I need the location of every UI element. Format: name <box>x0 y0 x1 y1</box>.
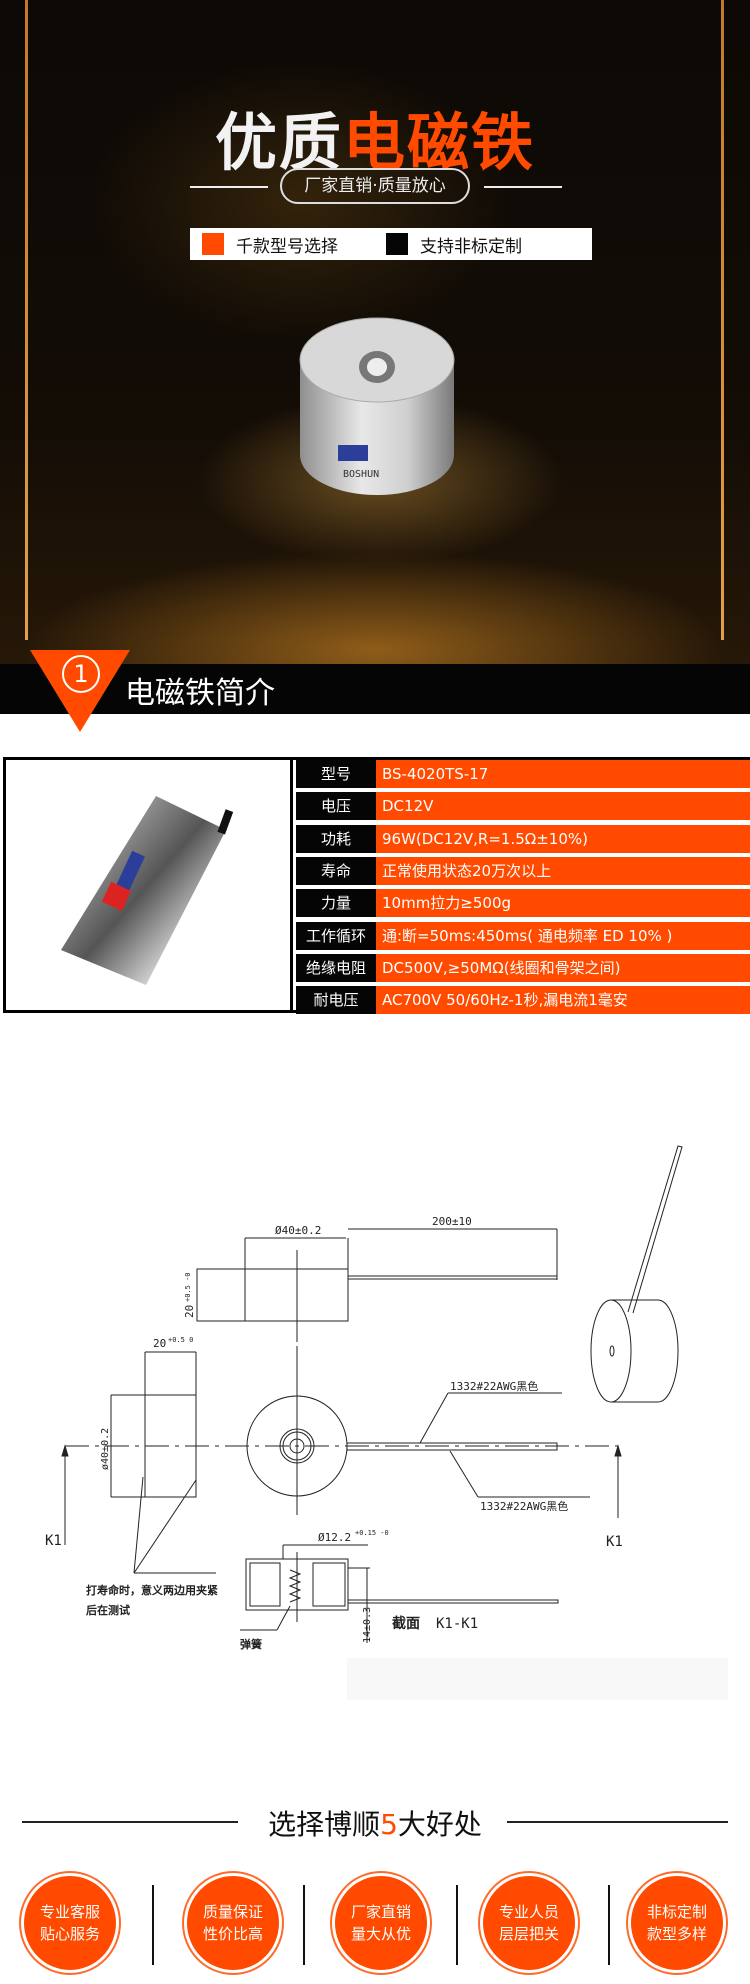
title-number: 5 <box>380 1808 398 1841</box>
hero-banner: 优质电磁铁 厂家直销·质量放心 千款型号选择 支持非标定制 BOSHUN <box>0 0 750 712</box>
spring-label: 弹簧 <box>240 1637 262 1651</box>
orange-square-icon <box>202 233 224 255</box>
spec-label: 型号 <box>296 760 376 788</box>
benefit-line-2: 层层把关 <box>498 1925 559 1943</box>
title-a: 选择博顺 <box>268 1808 381 1841</box>
spec-label: 寿命 <box>296 856 376 885</box>
title-orange: 电磁铁 <box>343 106 536 179</box>
benefit-badge: 专业客服贴心服务 <box>24 1876 116 1970</box>
dim-bore-tolerance: +0.15 -0 <box>355 1529 389 1537</box>
spec-value: 正常使用状态20万次以上 <box>376 856 750 885</box>
feature-bar: 千款型号选择 支持非标定制 <box>190 228 592 260</box>
divider <box>456 1885 458 1965</box>
spec-label: 力量 <box>296 889 376 918</box>
section-title: 电磁铁简介 <box>125 676 275 711</box>
spec-row: 寿命正常使用状态20万次以上 <box>296 856 750 885</box>
title-b: 大好处 <box>397 1808 482 1841</box>
divider <box>507 1821 728 1823</box>
note-line-1: 打寿命时，意义两边用夹紧 <box>86 1583 218 1597</box>
divider <box>484 186 562 188</box>
spec-label: 绝缘电阻 <box>296 953 376 982</box>
note-line-2: 后在测试 <box>86 1603 130 1617</box>
benefit-line-2: 款型多样 <box>646 1925 707 1943</box>
black-square-icon <box>386 233 408 255</box>
dim-diameter-vertical: ø40±0.2 <box>100 1428 111 1470</box>
wire-label-top: 1332#22AWG黑色 <box>450 1379 538 1393</box>
title-white: 优质 <box>214 106 343 179</box>
dim-wire-length: 200±10 <box>432 1215 472 1228</box>
benefit-line-2: 量大从优 <box>350 1925 411 1943</box>
divider <box>303 1885 305 1965</box>
benefit-line-2: 贴心服务 <box>39 1925 100 1943</box>
feature-1: 千款型号选择 <box>236 236 338 257</box>
spec-value: 96W(DC12V,R=1.5Ω±10%) <box>376 824 750 853</box>
benefit-line-1: 专业客服 <box>39 1903 100 1921</box>
dim-width-tolerance: +0.5 0 <box>168 1336 193 1344</box>
benefit-badge: 专业人员层层把关 <box>483 1876 575 1970</box>
spec-value: 通:断=50ms:450ms( 通电频率 ED 10% ) <box>376 921 750 950</box>
feature-2: 支持非标定制 <box>420 236 522 257</box>
spec-row: 工作循环通:断=50ms:450ms( 通电频率 ED 10% ) <box>296 921 750 950</box>
spec-value: 10mm拉力≥500g <box>376 889 750 918</box>
dim-height-tolerance: +0.5 -0 <box>184 1272 192 1302</box>
spec-label: 功耗 <box>296 824 376 853</box>
spec-value: BS-4020TS-17 <box>376 760 750 788</box>
slogan-pill: 厂家直销·质量放心 <box>280 168 470 204</box>
spec-label: 工作循环 <box>296 921 376 950</box>
section-id: K1-K1 <box>436 1616 478 1632</box>
dim-width: 20 <box>153 1337 166 1350</box>
benefit-badge: 质量保证性价比高 <box>187 1876 279 1970</box>
dim-bore: Ø12.2 <box>318 1531 351 1544</box>
section-label: 截面 <box>392 1615 420 1632</box>
divider <box>22 1821 238 1823</box>
brand-text: BOSHUN <box>343 469 379 480</box>
section-number: 1 <box>62 655 100 693</box>
spec-value: AC700V 50/60Hz-1秒,漏电流1毫安 <box>376 986 750 1015</box>
dim-height: 20 <box>183 1305 196 1318</box>
benefit-line-1: 非标定制 <box>646 1903 707 1921</box>
dim-depth: 14±0.3 <box>362 1607 373 1643</box>
spec-label: 耐电压 <box>296 986 376 1015</box>
hero-title: 优质电磁铁 <box>0 92 750 182</box>
benefit-line-1: 厂家直销 <box>350 1903 411 1921</box>
spec-value: DC500V,≥50MΩ(线圈和骨架之间) <box>376 953 750 982</box>
product-photo <box>6 760 293 1010</box>
k1-right: K1 <box>606 1534 623 1550</box>
benefits-title: 选择博顺5大好处 <box>0 1803 750 1843</box>
spec-value: DC12V <box>376 792 750 821</box>
benefit-badge: 厂家直销量大从优 <box>335 1876 427 1970</box>
wire-label-bottom: 1332#22AWG黑色 <box>480 1499 568 1513</box>
benefit-line-2: 性价比高 <box>202 1925 263 1943</box>
divider <box>152 1885 154 1965</box>
product-image: BOSHUN <box>299 317 455 495</box>
gold-frame-right <box>721 0 724 640</box>
divider <box>190 186 268 188</box>
benefit-badge: 非标定制款型多样 <box>631 1876 723 1970</box>
dim-diameter: Ø40±0.2 <box>275 1224 321 1237</box>
spec-label: 电压 <box>296 792 376 821</box>
benefit-line-1: 专业人员 <box>498 1903 559 1921</box>
k1-left: K1 <box>45 1533 62 1549</box>
gold-frame-left <box>25 0 28 640</box>
technical-drawing: Ø40±0.2 200±10 20 +0.5 -0 20 +0.5 0 ø40±… <box>45 1145 728 1700</box>
divider <box>608 1885 610 1965</box>
benefit-line-1: 质量保证 <box>202 1903 263 1921</box>
